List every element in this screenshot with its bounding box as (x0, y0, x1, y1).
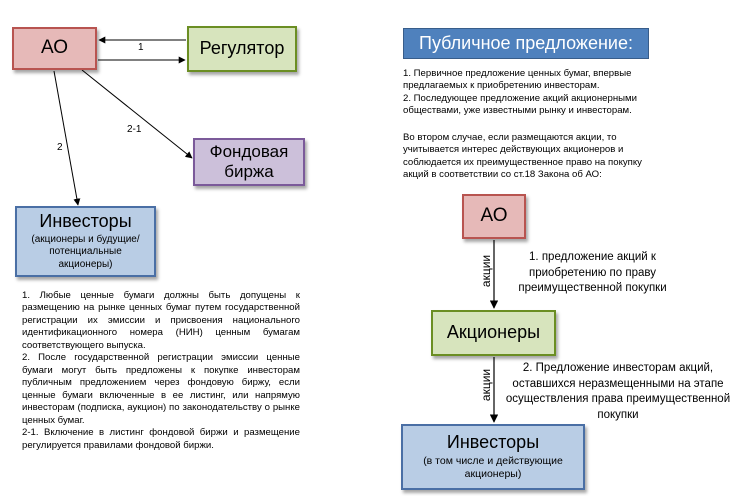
regulator-box: Регулятор (187, 26, 297, 72)
arrow-ao-to-exchange (81, 69, 193, 159)
shares-label-upper: акции (479, 254, 494, 288)
investors-title-right: Инвесторы (446, 431, 540, 452)
shareholders-box: Акционеры (431, 310, 556, 356)
regulator-label: Регулятор (199, 38, 285, 59)
edge-label-1: 1 (138, 42, 144, 53)
step-1-text: 1. предложение акций к приобретению по п… (518, 251, 667, 295)
ao-box-right: АО (462, 194, 526, 239)
ao-box: АО (12, 27, 97, 70)
stock-exchange-box: Фондовая биржа (193, 138, 305, 186)
shareholders-label: Акционеры (446, 322, 541, 343)
investors-title: Инвесторы (39, 210, 132, 231)
left-notes: 1. Любые ценные бумаги должны быть допущ… (22, 290, 300, 452)
investors-box-right: Инвесторы (в том числе и действующие акц… (401, 424, 585, 490)
note-2: 2. После государственной регистрации эми… (22, 352, 300, 426)
investors-subtitle-right-line1: (в том числе и действующие (423, 454, 563, 467)
shares-label-lower: акции (479, 368, 494, 402)
offering-type-2: 2. Последующее предложение акций акционе… (403, 92, 637, 117)
investors-subtitle-right-line2: акционеры) (464, 467, 522, 480)
edge-label-2: 2 (57, 142, 63, 153)
preemptive-right-note: Во втором случае, если размещаются акции… (403, 132, 661, 182)
offering-types: 1. Первичное предложение ценных бумаг, в… (403, 68, 663, 118)
ao-label: АО (40, 37, 69, 59)
step-2-text: 2. Предложение инвесторам акций, оставши… (505, 362, 731, 421)
exchange-label-line1: Фондовая (209, 142, 289, 162)
exchange-label-line2: биржа (224, 162, 274, 181)
note-1: 1. Любые ценные бумаги должны быть допущ… (22, 290, 300, 351)
investors-box: Инвесторы (акционеры и будущие/ потенциа… (15, 206, 156, 277)
investors-subtitle-line1: (акционеры и будущие/ (31, 233, 140, 245)
offering-type-1: 1. Первичное предложение ценных бумаг, в… (403, 68, 632, 92)
investors-subtitle-line2: потенциальные (49, 246, 122, 258)
investors-subtitle-line3: акционеры) (58, 258, 113, 270)
public-offering-title: Публичное предложение: (403, 28, 649, 59)
ao-label-right: АО (480, 205, 508, 227)
edge-label-2-1: 2-1 (127, 124, 142, 135)
note-2-1: 2-1. Включение в листинг фондовой биржи … (22, 427, 300, 451)
preemptive-right-text: Во втором случае, если размещаются акции… (403, 132, 642, 181)
arrow-ao-to-investors (53, 70, 81, 206)
